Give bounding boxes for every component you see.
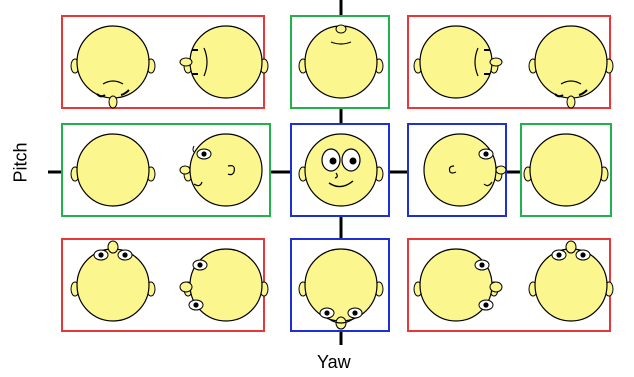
nose-tip [566,95,576,109]
nose-tip [108,95,118,109]
eye-pupil [483,151,489,157]
head-top-left [179,25,269,99]
brow [474,47,479,77]
head-circle [529,133,603,207]
head-circle [189,25,263,99]
brow [203,47,208,77]
eye-pupil [324,310,330,316]
brow [330,41,352,45]
head-top-down [528,25,614,109]
head-circle [304,133,378,207]
head-circle [304,248,378,322]
eye-pupil [349,157,357,165]
eye-sliver [578,89,588,96]
head-back [70,133,156,207]
eye-pupil [352,310,358,316]
ear-inner [448,165,457,174]
head-front [298,133,384,207]
nose [179,165,191,175]
head-circle [423,133,497,207]
mouth [328,318,354,324]
nose [334,172,338,179]
head-right-profile [423,133,507,207]
mouth [102,80,124,85]
mouth [560,80,582,85]
eye-pupil [580,252,586,258]
head-circle [534,25,608,99]
nose [565,240,577,254]
nose-tip [335,24,347,34]
head-bottom-left [179,248,269,322]
mouth [193,181,203,187]
head-bottom-right [413,248,503,322]
yaw-axis-label: Yaw [317,352,351,372]
eye-pupil [193,302,199,308]
mouth [483,181,493,187]
eye-sliver [96,93,106,98]
eye-pupil [98,252,104,258]
head-top [298,24,384,99]
eye-pupil [201,151,207,157]
nose [107,240,119,254]
head-circle [534,248,608,322]
eye-pupil [483,302,489,308]
head-left-profile [179,133,263,207]
head-circle [76,248,150,322]
head-top-right [413,25,503,99]
head-bottom [298,248,384,330]
head-bottom-up [528,240,614,322]
head-circle [76,25,150,99]
head-circle [419,25,493,99]
nose-tip [489,57,503,67]
eye-sliver [120,89,130,96]
nose [489,281,503,293]
mouth [328,180,354,188]
head-circle [76,133,150,207]
head-circle [189,133,263,207]
head-top-down [70,25,156,109]
ear-inner [227,165,235,176]
nose [495,165,507,175]
eye-pupil [479,262,485,268]
eye-sliver [554,93,564,98]
eye-pupil [556,252,562,258]
nose-tip [179,57,193,67]
head-circle [304,25,378,99]
head-bottom-up [70,240,156,322]
heads [70,24,614,330]
pitch-axis-label: Pitch [10,142,31,183]
eye-pupil [329,157,337,165]
brow [192,145,195,153]
head-back [523,133,609,207]
nose [179,281,193,293]
eye-pupil [197,262,203,268]
eye-pupil [122,252,128,258]
